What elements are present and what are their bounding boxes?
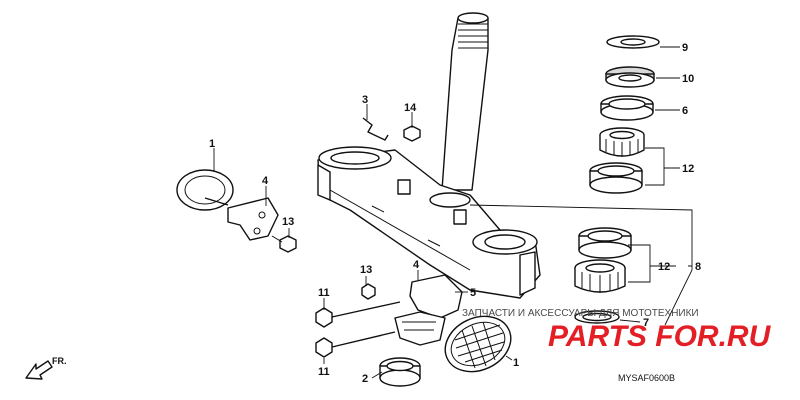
bolt-13-center <box>361 283 376 300</box>
callout-9: 9 <box>682 42 688 54</box>
watermark-tagline: ЗАПЧАСТИ И АКСЕССУАРЫ ДЛЯ МОТОТЕХНИКИ <box>462 308 699 319</box>
left-reflector <box>176 169 234 211</box>
steering-stem <box>441 12 489 191</box>
nut-14 <box>403 125 421 142</box>
callout-11-lower: 11 <box>318 366 330 378</box>
direction-label: FR. <box>52 356 67 366</box>
callout-6: 6 <box>682 105 688 117</box>
front-direction-arrow-icon: FR. <box>25 356 67 380</box>
watermark: ЗАПЧАСТИ И АКСЕССУАРЫ ДЛЯ МОТОТЕХНИКИ PA… <box>462 308 772 353</box>
callout-8: 8 <box>695 261 701 273</box>
steering-bridge <box>317 146 541 299</box>
grommet <box>379 357 421 387</box>
top-bearing-stack <box>589 35 660 194</box>
leader-lines <box>213 46 693 379</box>
callout-13-center: 13 <box>360 264 372 276</box>
cable-clip <box>362 117 389 141</box>
lock-washer <box>606 35 660 49</box>
callouts: 1 4 13 3 14 9 10 6 12 12 8 7 4 5 13 11 1… <box>209 42 701 385</box>
bolt-11-upper <box>315 301 401 328</box>
callout-14: 14 <box>404 102 417 114</box>
callout-5: 5 <box>470 287 476 299</box>
callout-4-left: 4 <box>262 175 269 187</box>
upper-bearing <box>599 127 645 157</box>
callout-1-bottom: 1 <box>513 357 519 369</box>
lower-race <box>578 227 632 259</box>
callout-10: 10 <box>682 73 694 85</box>
bolt-11-lower <box>315 331 396 358</box>
lower-bearing <box>574 259 626 293</box>
callout-7: 7 <box>643 317 649 329</box>
front-reflector <box>444 315 512 373</box>
dust-seal-lower <box>574 310 620 324</box>
callout-11-upper: 11 <box>318 287 330 299</box>
callout-1-top: 1 <box>209 138 215 150</box>
dust-seal <box>600 95 654 121</box>
lock-nut <box>605 66 655 88</box>
left-reflector-bracket <box>227 197 279 241</box>
lower-bracket <box>394 274 463 346</box>
lower-bearing-stack <box>574 227 632 324</box>
callout-12-lower: 12 <box>658 261 670 273</box>
callout-4-center: 4 <box>413 259 420 271</box>
watermark-logo: PARTS FOR.RU <box>548 320 772 353</box>
callout-3: 3 <box>362 94 368 106</box>
bolt-13-left <box>271 235 297 253</box>
upper-race <box>589 162 643 194</box>
callout-2: 2 <box>362 373 368 385</box>
callout-13-left: 13 <box>282 216 294 228</box>
callout-12-upper: 12 <box>682 163 694 175</box>
part-code: MYSAF0600B <box>618 373 675 383</box>
